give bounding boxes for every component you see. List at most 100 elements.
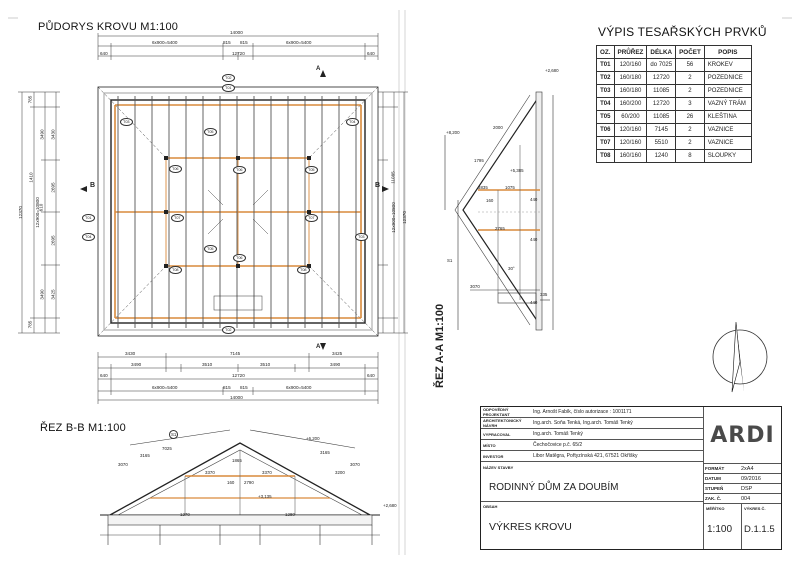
dim-label: 2790	[244, 480, 254, 485]
table-row: T01 120/160 do 7025 56 KROKEV	[596, 58, 752, 72]
cell-count: 8	[675, 149, 705, 163]
dim-label: 440	[530, 237, 538, 242]
spec-title: VÝPIS TESAŘSKÝCH PRVKŮ	[598, 25, 767, 39]
dim-label: 440	[530, 300, 538, 305]
stamp-key: MÍSTO	[483, 442, 496, 448]
section-aa-title: ŘEZ A-A M1:100	[434, 303, 446, 388]
section-label: A	[316, 344, 321, 350]
stamp-key: ZAK. Č.	[705, 496, 722, 501]
dim-label: +5,385	[510, 168, 524, 173]
stamp-key: VYPRACOVAL	[483, 431, 511, 437]
cell-code: T04	[596, 97, 615, 111]
stamp-key: ARCHITEKTONICKÝ NÁVRH	[483, 418, 522, 428]
stamp-value: 09/2016	[741, 475, 761, 482]
stamp-key: OBSAH	[483, 504, 498, 509]
stamp-key: MĚŘÍTKO	[706, 506, 725, 511]
cell-desc: VAZNÝ TRÁM	[703, 97, 752, 111]
column-header: PRŮŘEZ	[613, 45, 648, 59]
stamp-key: ODPOVĚDNÝ PROJEKTANT	[483, 407, 510, 417]
column-header: DÉLKA	[646, 45, 677, 59]
stamp-value: Ing.arch. Tomáš Tenký	[533, 431, 583, 437]
cell-count: 2	[675, 71, 705, 85]
stamp-meritko: MĚŘÍTKO 1:100	[704, 504, 742, 549]
cell-desc: POZEDNICE	[703, 71, 752, 85]
cell-length: 7145	[646, 123, 677, 137]
dim-label: 1270	[180, 512, 190, 517]
dim-label: 440	[530, 197, 538, 202]
stamp-value: Libor Matěgra, Pořtyzínská 421, 67521 Ok…	[533, 453, 638, 459]
dim-label: 640	[367, 51, 375, 56]
dim-label: 6x900=5400	[286, 40, 312, 45]
dim-label: 1410	[28, 172, 34, 183]
dim-label: S1	[447, 258, 453, 263]
stamp-value: 004	[741, 495, 751, 502]
element-tag: T05	[204, 128, 217, 136]
element-tag: T06	[233, 254, 246, 262]
dim-label: 12720	[232, 373, 245, 378]
dim-label: 610	[38, 203, 44, 212]
cell-section: 120/160	[613, 136, 648, 150]
scale-value: 1:100	[707, 524, 733, 535]
table-row: T06 120/160 7145 2 VAZNICE	[596, 123, 752, 137]
element-tag: T04	[346, 118, 359, 126]
cell-section: 160/180	[613, 71, 648, 85]
dim-label: 1865	[232, 458, 242, 463]
dim-label: 2695	[50, 235, 56, 246]
stamp-format: FORMÁT 2xA4	[703, 464, 781, 474]
column-header: POPIS	[703, 45, 752, 59]
dim-label: 335	[540, 292, 548, 297]
dim-label: 3490	[39, 289, 45, 300]
cell-count: 2	[675, 136, 705, 150]
stamp-value: Ing.arch. Soňa Tenká, Ing.arch. Tomáš Te…	[533, 420, 633, 426]
dim-label: 2000	[493, 125, 503, 130]
dim-label: 160	[486, 198, 494, 203]
dim-label: 1280	[285, 512, 295, 517]
cell-code: T08	[596, 149, 615, 163]
cell-section: 160/160	[613, 149, 648, 163]
dim-label: 640	[100, 51, 108, 56]
dim-label: 3165	[320, 450, 330, 455]
dim-label: 3165	[140, 453, 150, 458]
dim-label: 815	[223, 40, 231, 45]
stamp-row-projektant: ODPOVĚDNÝ PROJEKTANT Ing. Arnošt Fabík, …	[481, 407, 703, 418]
dim-label: 1795	[474, 158, 484, 163]
timber-elements-table: OZ. PRŮŘEZ DÉLKA POČET POPIS T01 120/160…	[596, 45, 752, 163]
dim-label: 3200	[335, 470, 345, 475]
element-tag: T05	[305, 166, 318, 174]
dim-label: 3430	[50, 129, 56, 140]
cell-length: 5510	[646, 136, 677, 150]
cell-length: 12720	[646, 97, 677, 111]
table-row: T03 160/180 11085 2 POZEDNICE	[596, 84, 752, 98]
table-row: T05 60/200 11085 26 KLEŠTINA	[596, 110, 752, 124]
stamp-value: Ing. Arnošt Fabík, číslo autorizace : 10…	[533, 409, 632, 415]
element-tag: T01	[82, 214, 95, 222]
dim-label: 3510	[202, 362, 213, 367]
dim-label: 3490	[131, 362, 142, 367]
dim-label: 30°	[508, 266, 515, 271]
dim-label: 7025	[162, 446, 172, 451]
cell-desc: VAZNICE	[703, 123, 752, 137]
dim-label: +2,680	[383, 503, 397, 508]
project-name: RODINNÝ DŮM ZA DOUBÍM	[489, 482, 619, 493]
element-tag: T03	[120, 118, 133, 126]
cell-desc: SLOUPKY	[703, 149, 752, 163]
dim-label: 12x900=10800	[390, 202, 396, 233]
element-tag: T04	[82, 233, 95, 241]
cell-section: 120/160	[613, 123, 648, 137]
dim-label: +8,200	[446, 130, 460, 135]
section-label: B	[375, 182, 381, 189]
cell-code: T05	[596, 110, 615, 124]
dim-label: +2,680	[545, 68, 559, 73]
plan-title: PŮDORYS KROVU M1:100	[38, 21, 179, 33]
dim-label: 785	[27, 320, 33, 329]
dim-label: 12720	[232, 51, 245, 56]
element-tag: T07	[305, 214, 318, 222]
cell-length: 11085	[646, 84, 677, 98]
cell-code: T01	[596, 58, 615, 72]
stamp-row-investor: INVESTOR Libor Matěgra, Pořtyzínská 421,…	[481, 451, 703, 462]
column-header: OZ.	[596, 45, 615, 59]
cell-length: 11085	[646, 110, 677, 124]
dim-label: 2765	[495, 226, 505, 231]
dim-label: 12370	[17, 206, 23, 219]
